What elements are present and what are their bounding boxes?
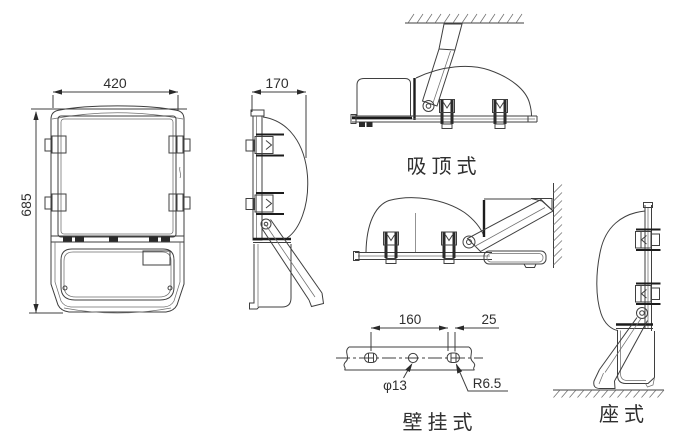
bracket-end-offset-dimension: 25 <box>455 312 499 331</box>
base-support-arm <box>593 307 648 389</box>
bracket-slot-radius-text: R6.5 <box>473 376 502 391</box>
ceiling-latch-clips <box>439 99 508 129</box>
base-latch-clips <box>635 228 661 305</box>
side-view: 170 <box>245 75 325 310</box>
ground-surface <box>553 389 665 398</box>
front-divider <box>51 235 184 243</box>
bracket-hole-diameter-text: φ13 <box>383 378 407 393</box>
wall-lamp-body <box>353 197 531 261</box>
front-latch-clips <box>44 135 191 212</box>
front-glass-frame <box>57 115 177 238</box>
front-view: 420 685 <box>18 75 191 314</box>
front-width-dimension: 420 <box>52 75 179 111</box>
wall-latch-clips <box>383 231 457 264</box>
bracket-hole-diameter-callout: φ13 <box>383 363 413 393</box>
ceiling-surface <box>405 13 524 24</box>
base-dome-profile <box>596 210 646 331</box>
wall-mount-view <box>353 183 563 268</box>
wall-dome-profile <box>365 197 485 253</box>
base-mount-view: 座式 <box>553 202 665 426</box>
front-view-body <box>50 105 185 242</box>
ceiling-dome-profile <box>415 65 532 117</box>
base-mount-label: 座式 <box>599 403 649 426</box>
bracket-right-slot <box>446 352 460 363</box>
ceiling-mount-arm <box>421 23 463 112</box>
bracket-hole-spacing-text: 160 <box>399 312 422 327</box>
wall-mount-arm <box>462 198 554 268</box>
bracket-hole-spacing-dimension: 160 <box>370 312 456 352</box>
side-latch-clips <box>245 133 284 215</box>
bracket-end-offset-text: 25 <box>481 312 496 327</box>
wall-bracket-base <box>483 250 547 265</box>
front-body-outline <box>50 105 185 242</box>
side-dome-profile <box>262 116 309 239</box>
side-support-arm <box>260 218 325 308</box>
bracket-slot-radius-callout: R6.5 <box>456 363 508 392</box>
front-width-dimension-text: 420 <box>103 75 127 91</box>
ceiling-lamp-body <box>350 65 538 127</box>
ceiling-pivot <box>422 100 435 112</box>
front-nameplate <box>142 250 171 266</box>
base-lamp-body <box>596 202 655 388</box>
bracket-center-hole <box>407 352 419 364</box>
wall-surface <box>553 183 563 268</box>
wall-pivot <box>462 235 476 249</box>
front-height-dimension: 685 <box>18 108 187 314</box>
side-depth-dimension-text: 170 <box>265 75 289 91</box>
bracket-detail: 160 25 φ13 R6.5 壁挂式 <box>336 312 508 434</box>
bracket-left-slot <box>364 352 378 363</box>
base-pivot <box>636 307 648 319</box>
ceiling-mount-label: 吸顶式 <box>407 155 482 178</box>
side-view-body <box>249 109 309 310</box>
wall-mount-label: 壁挂式 <box>403 411 478 434</box>
side-pivot <box>260 218 272 230</box>
ceiling-mount-view: 吸顶式 <box>350 13 538 178</box>
side-depth-dimension: 170 <box>251 75 307 158</box>
front-height-dimension-text: 685 <box>18 193 34 217</box>
front-gear-box <box>50 242 185 314</box>
